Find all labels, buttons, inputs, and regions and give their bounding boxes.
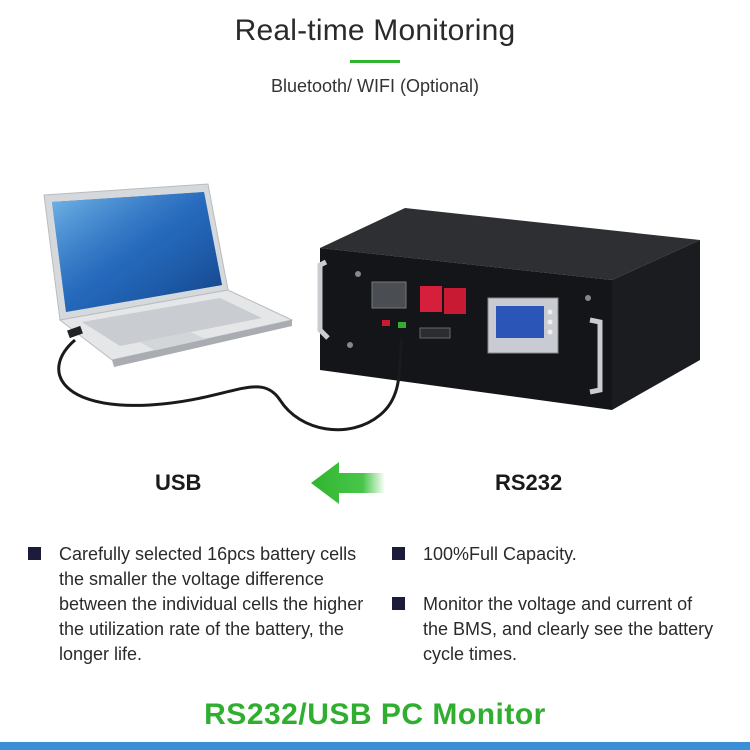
battery-pack-image — [317, 208, 700, 410]
feature-bullet: Carefully selected 16pcs battery cells t… — [28, 542, 378, 667]
usb-label: USB — [155, 470, 202, 495]
footer-title: RS232/USB PC Monitor — [204, 698, 546, 731]
laptop-battery-illustration — [43, 183, 700, 432]
bullet-text: Monitor the voltage and current of the B… — [423, 594, 714, 664]
page-subtitle: Bluetooth/ WIFI (Optional) — [270, 76, 480, 96]
bullet-square-icon — [28, 547, 41, 560]
rs232-label: RS232 — [495, 470, 563, 495]
left-arrow-icon — [311, 462, 385, 504]
bullet-text: Carefully selected 16pcs battery cells t… — [59, 544, 364, 664]
laptop-image — [43, 183, 294, 367]
bullet-square-icon — [392, 597, 405, 610]
page-title: Real-time Monitoring — [234, 14, 516, 47]
bullet-text: 100%Full Capacity. — [423, 544, 577, 564]
feature-bullet: 100%Full Capacity. — [392, 542, 722, 567]
bottom-accent-bar — [0, 742, 750, 750]
feature-bullet: Monitor the voltage and current of the B… — [392, 592, 722, 667]
title-underline — [350, 60, 400, 63]
data-cable — [57, 338, 404, 432]
bullet-square-icon — [392, 547, 405, 560]
